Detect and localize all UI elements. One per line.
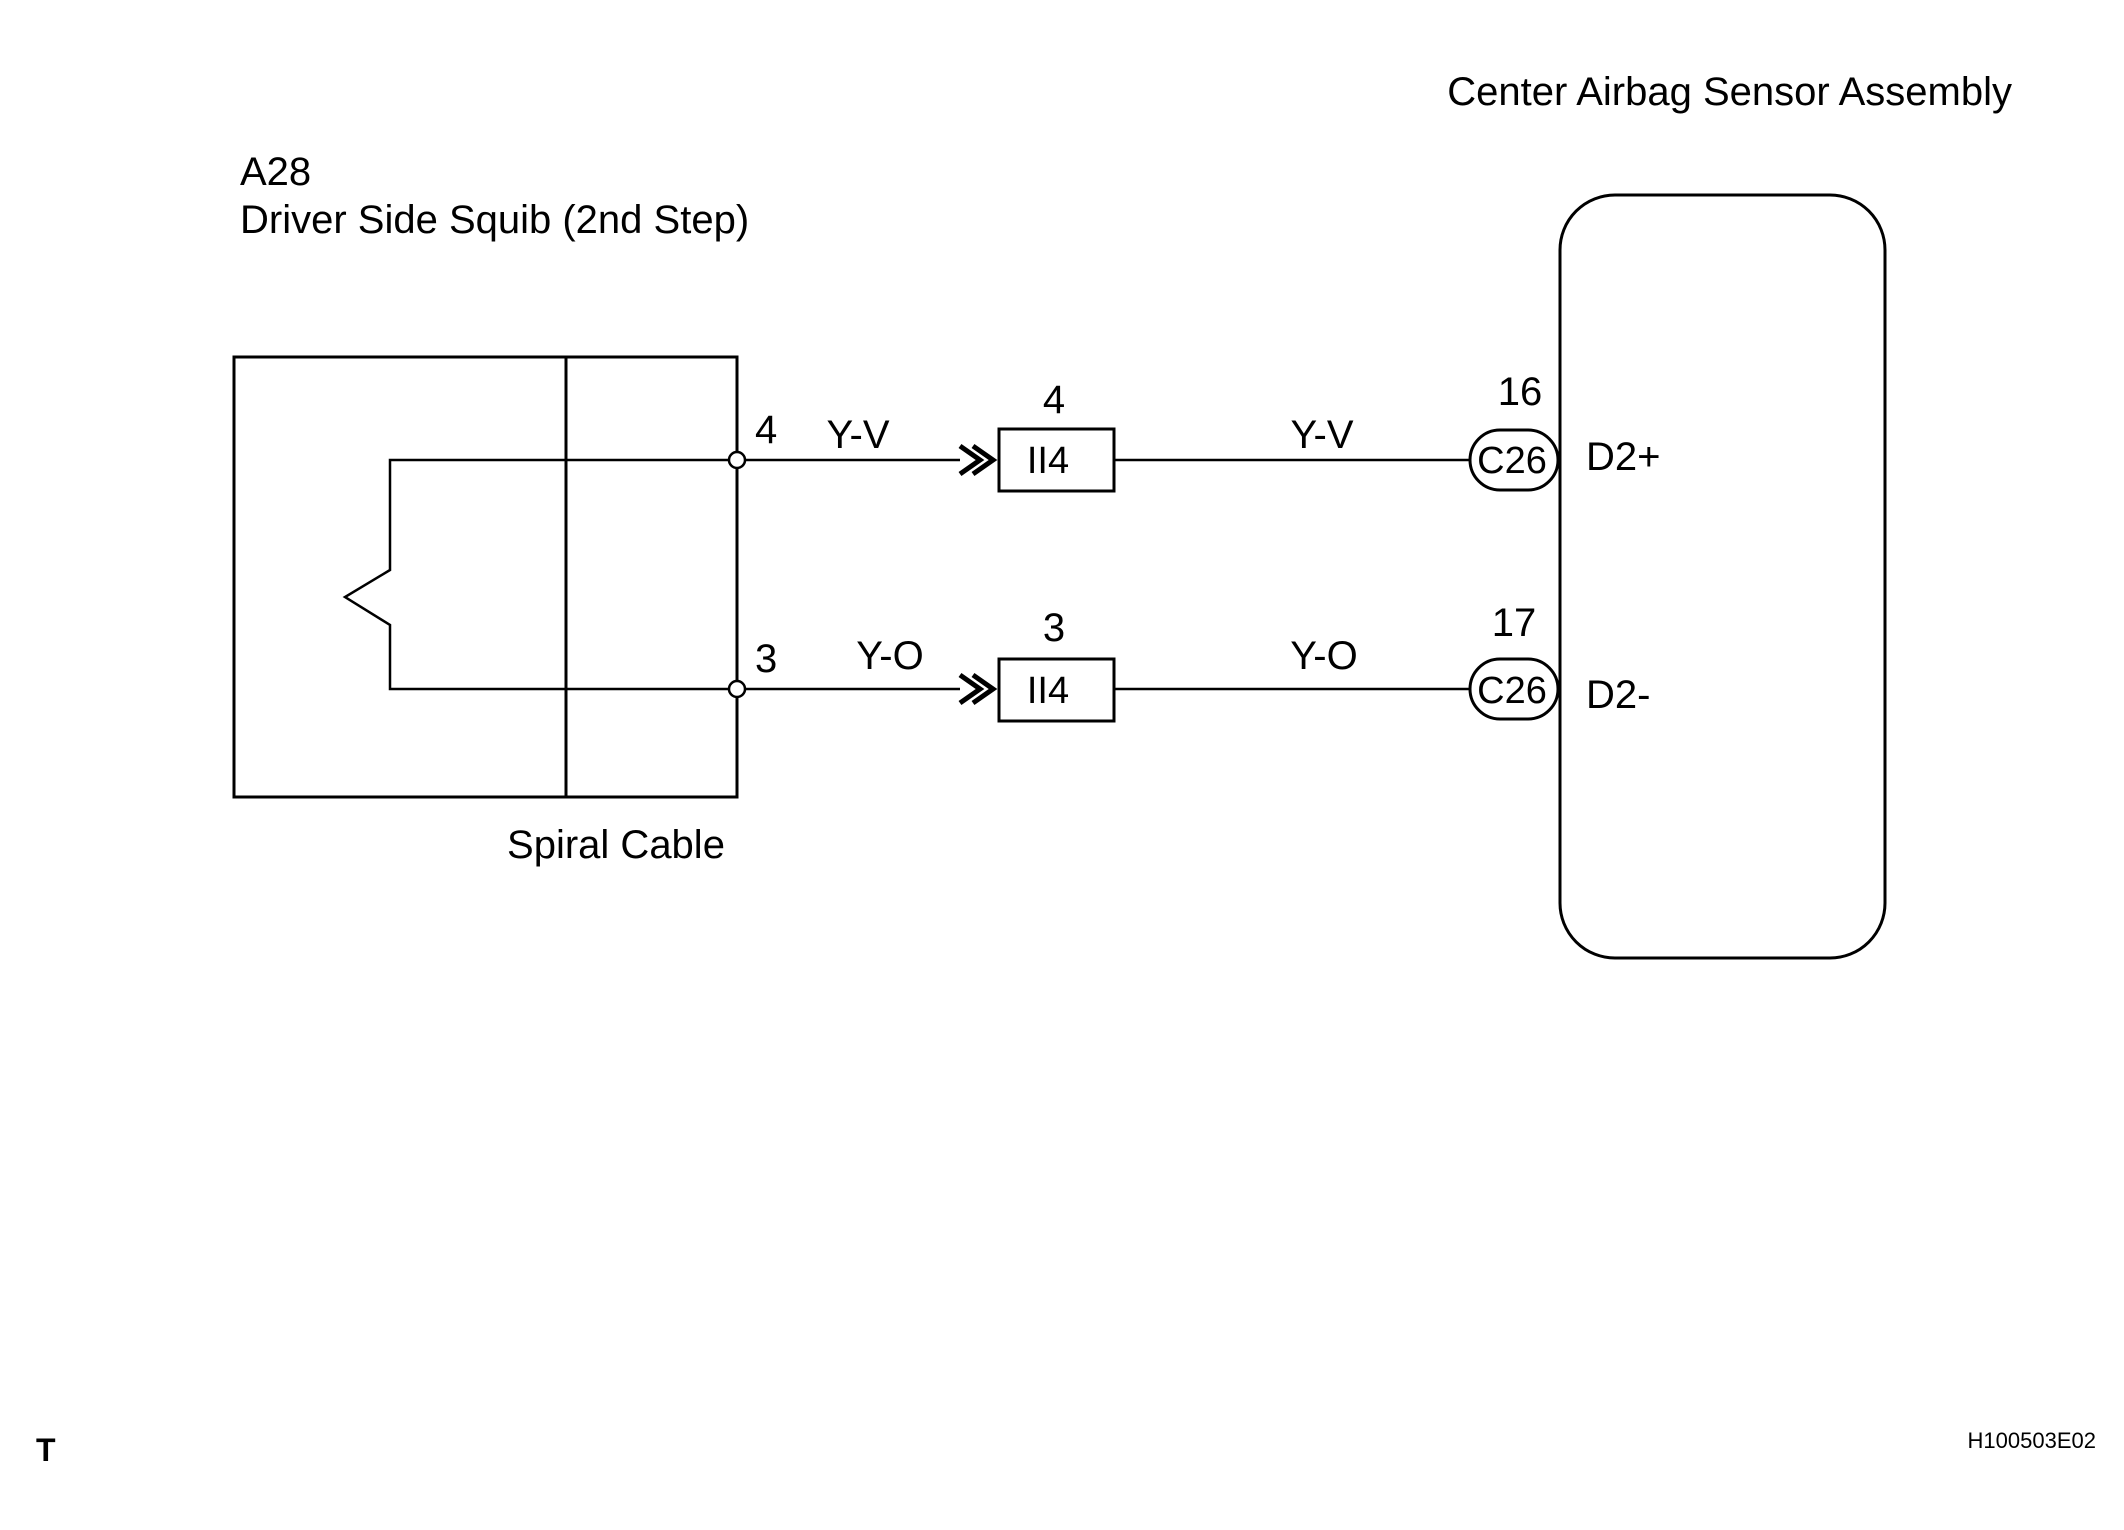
connector-chevron-icon bbox=[958, 443, 985, 477]
squib-pin-number: 3 bbox=[755, 637, 777, 681]
spiral-cable-label: Spiral Cable bbox=[507, 823, 725, 867]
sensor-connector-pill bbox=[1468, 657, 1560, 721]
squib-element bbox=[342, 458, 737, 691]
sensor-pin-number: 17 bbox=[1492, 601, 1537, 645]
wire-color-right: Y-V bbox=[1290, 413, 1353, 457]
junction-connector-id: II4 bbox=[1027, 670, 1069, 712]
squib-pin-number: 4 bbox=[755, 408, 777, 452]
squib-box bbox=[232, 355, 739, 799]
junction-pin-number: 3 bbox=[1043, 606, 1065, 650]
circuit-d2-minus: 3 Y-O II4 3 Y-O C26 17 D2- bbox=[727, 601, 1650, 723]
junction-pin-number: 4 bbox=[1043, 378, 1065, 422]
wire-color-left: Y-O bbox=[856, 634, 923, 678]
wire-color-right: Y-O bbox=[1290, 634, 1357, 678]
sensor-assembly-box bbox=[1558, 193, 1887, 960]
footer-left-mark: T bbox=[36, 1432, 56, 1468]
figure-id: H100503E02 bbox=[1968, 1428, 2096, 1453]
junction-connector-id: II4 bbox=[1027, 440, 1069, 482]
circuit-d2-plus: 4 Y-V II4 4 Y-V C26 16 D2+ bbox=[727, 370, 1661, 493]
squib-terminal bbox=[727, 450, 747, 470]
sensor-connector-id: C26 bbox=[1477, 670, 1547, 712]
sensor-connector-id: C26 bbox=[1477, 440, 1547, 482]
connector-chevron-icon bbox=[971, 443, 998, 477]
squib-code: A28 bbox=[240, 150, 311, 194]
sensor-connector-pill bbox=[1468, 428, 1560, 492]
signal-name: D2- bbox=[1586, 673, 1650, 717]
sensor-pin-number: 16 bbox=[1498, 370, 1543, 414]
signal-name: D2+ bbox=[1586, 435, 1661, 479]
sensor-title: Center Airbag Sensor Assembly bbox=[1447, 70, 2012, 114]
squib-terminal bbox=[727, 679, 747, 699]
wire-color-left: Y-V bbox=[826, 413, 889, 457]
squib-name: Driver Side Squib (2nd Step) bbox=[240, 198, 749, 242]
connector-chevron-icon bbox=[958, 672, 985, 706]
connector-chevron-icon bbox=[971, 672, 998, 706]
